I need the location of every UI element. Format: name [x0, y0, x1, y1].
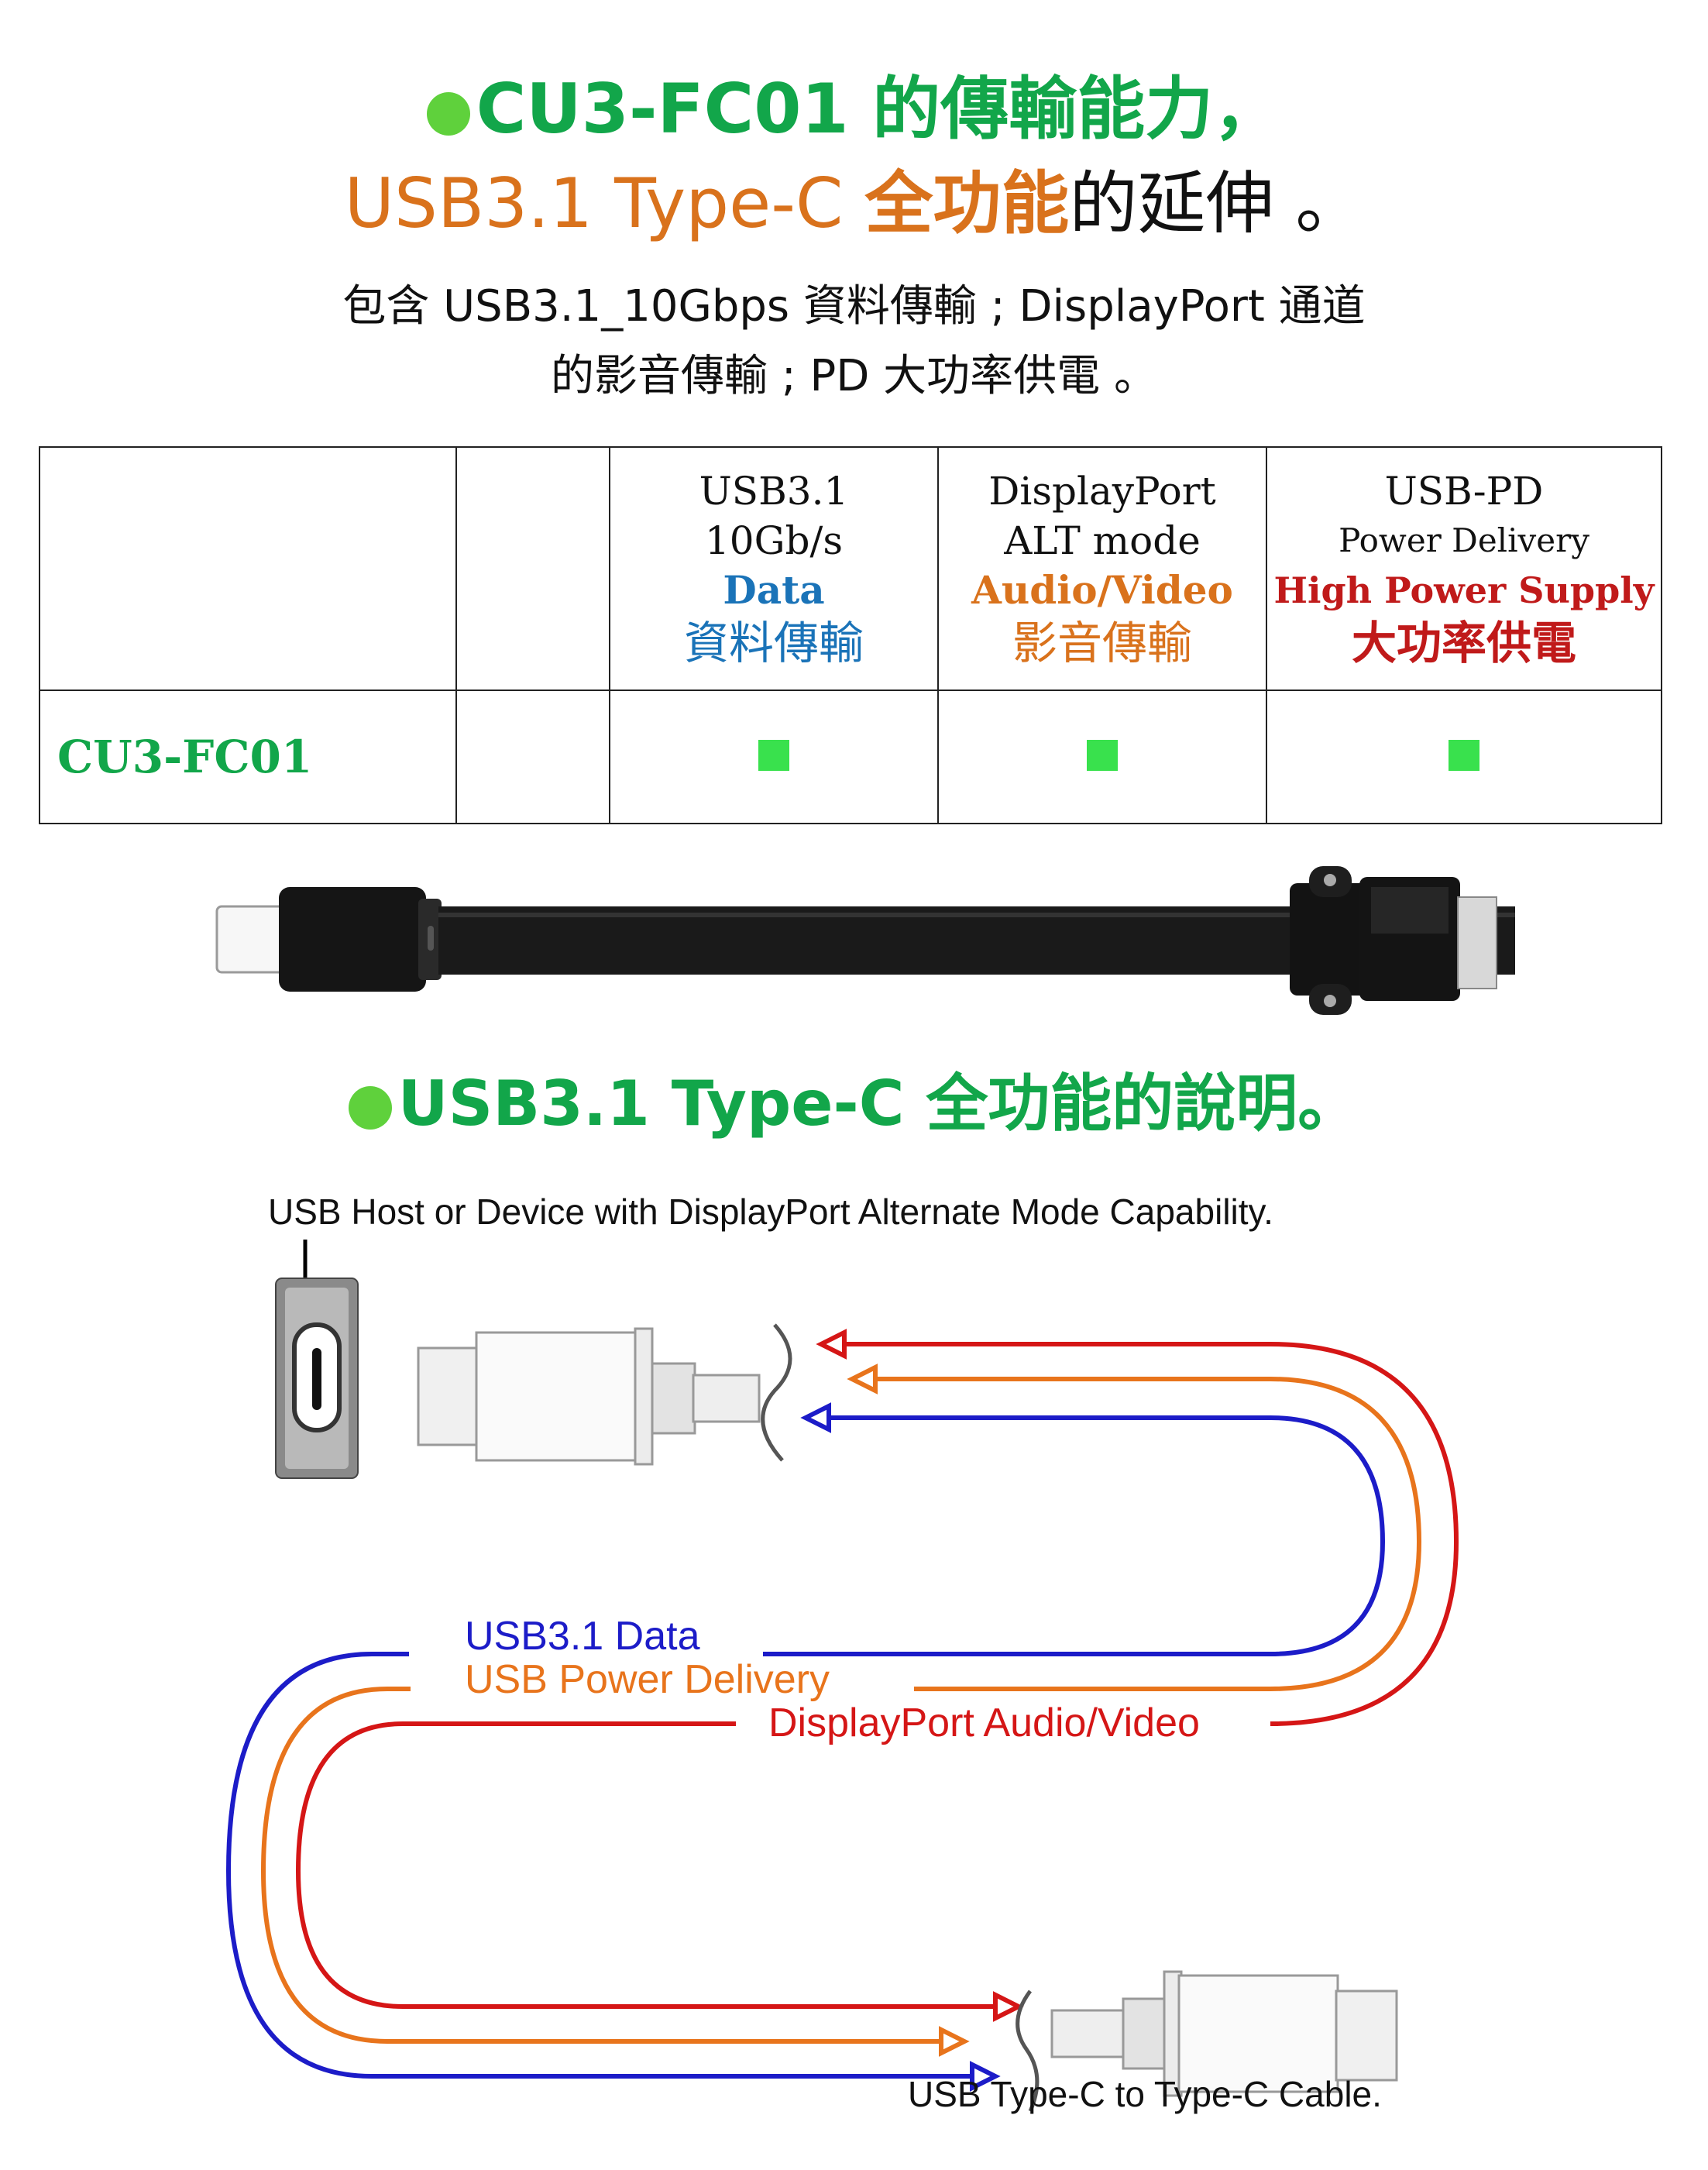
check-icon [1449, 740, 1479, 771]
host-label: USB Host or Device with DisplayPort Alte… [268, 1192, 1273, 1232]
usb-power-label: USB Power Delivery [465, 1657, 830, 1702]
col-pd-line2: Power Delivery [1339, 521, 1589, 559]
dp-av-label: DisplayPort Audio/Video [768, 1701, 1200, 1745]
col-data-line1: USB3.1 [699, 469, 849, 514]
col-header-dp: DisplayPort ALT mode Audio/Video 影音傳輸 [937, 446, 1267, 691]
col-data-line2: 10Gb/s [704, 518, 844, 563]
col-dp-line2: ALT mode [1004, 518, 1201, 563]
section-title: USB3.1 Type-C 全功能的說明。 [0, 1054, 1708, 1143]
col-pd-line3: High Power Supply [1273, 569, 1655, 611]
check-cell [1266, 690, 1662, 824]
check-icon [758, 740, 789, 771]
description-line-1: 包含 USB3.1_10Gbps 資料傳輸 ; DisplayPort 通道 [342, 281, 1366, 332]
feature-table: USB3.1 10Gb/s Data 資料傳輸 DisplayPort ALT … [39, 446, 1662, 824]
col-data-line4: 資料傳輸 [683, 617, 864, 669]
col-dp-line3: Audio/Video [971, 567, 1233, 613]
signal-diagram [225, 1240, 1459, 2113]
col-dp-line4: 影音傳輸 [1012, 617, 1192, 669]
product-name: CU3-FC01 [39, 690, 457, 824]
usb-data-label: USB3.1 Data [465, 1614, 700, 1659]
title-line-2b: 全功能 [864, 163, 1070, 243]
table-row: CU3-FC01 [39, 690, 1662, 824]
description-line-2: 的影音傳輸 ; PD 大功率供電 。 [551, 351, 1157, 401]
table-empty-cell [455, 690, 610, 824]
page-title: CU3-FC01 的傳輸能力， [0, 54, 1708, 153]
cable-label: USB Type-C to Type-C Cable. [908, 2074, 1382, 2114]
table-empty-cell [455, 446, 610, 691]
product-cable-image [215, 866, 1515, 1015]
table-empty-cell [39, 446, 457, 691]
section-title-text: USB3.1 Type-C 全功能的說明。 [397, 1068, 1360, 1140]
col-header-pd: USB-PD Power Delivery High Power Supply … [1266, 446, 1662, 691]
bullet-icon [426, 92, 470, 136]
page-subtitle: USB3.1 Type-C 全功能的延伸 。 [0, 149, 1708, 247]
bullet-icon [348, 1086, 392, 1130]
title-line-2a: USB3.1 Type-C [344, 163, 865, 243]
col-dp-line1: DisplayPort [988, 469, 1216, 514]
col-pd-line1: USB-PD [1384, 469, 1544, 514]
check-cell [937, 690, 1267, 824]
col-header-data: USB3.1 10Gb/s Data 資料傳輸 [609, 446, 939, 691]
title-line-1: CU3-FC01 的傳輸能力， [476, 69, 1282, 149]
table-header-row: USB3.1 10Gb/s Data 資料傳輸 DisplayPort ALT … [39, 446, 1662, 691]
title-line-2c: 的延伸 。 [1069, 163, 1364, 243]
check-cell [609, 690, 939, 824]
col-data-line3: Data [723, 567, 825, 613]
col-pd-line4: 大功率供電 [1351, 617, 1576, 669]
check-icon [1087, 740, 1118, 771]
